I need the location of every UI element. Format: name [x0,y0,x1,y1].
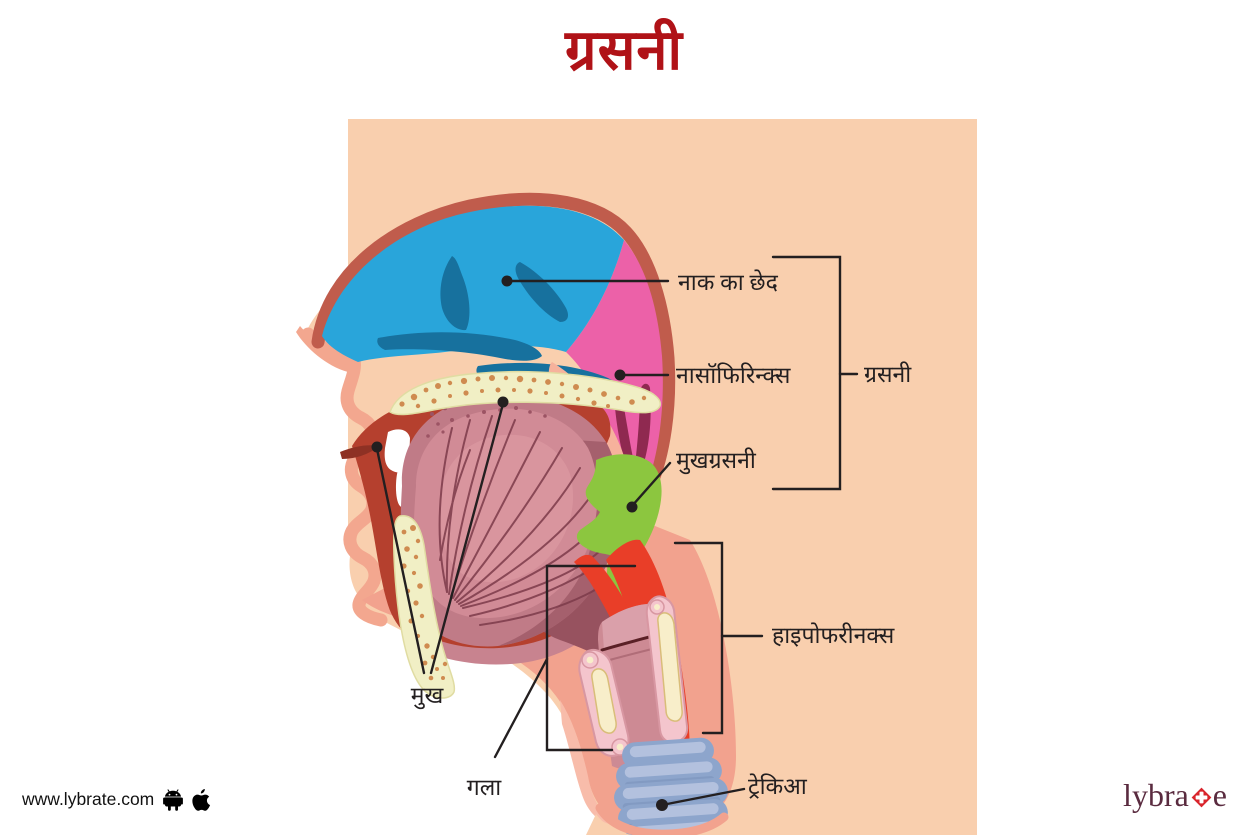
label-oropharynx: मुखग्रसनी [676,448,756,473]
leader-trachea [660,787,746,807]
turbinate-streak [377,332,542,361]
palate-bone [389,370,662,416]
label-hypopharynx: हाइपोफरीनक्स [772,623,895,648]
leader-dots [371,275,668,811]
turbinate-streak [440,256,470,331]
dot-mouth-b [497,396,509,408]
label-nasopharynx: नासॉफिरिन्क्स [676,363,791,388]
brand-suffix: e [1212,777,1227,813]
leader-oropharynx [630,461,672,508]
label-nasal-opening: नाक का छेद [678,270,778,295]
leader-throat [493,657,549,759]
mouth-corner [340,445,380,459]
leader-mouth-b [429,402,505,675]
dot-trachea [656,799,668,811]
label-mouth: मुख [410,683,444,708]
android-icon [163,788,184,811]
trachea-rings [586,737,744,835]
tongue-striations [438,415,611,626]
oropharynx-region [576,454,662,607]
label-trachea: ट्रेकिआ [748,774,807,799]
leader-lines [375,255,859,807]
dot-oropharynx [626,501,638,513]
neck-highlight [560,700,618,825]
dot-nasal-opening [501,275,513,287]
dot-nasopharynx [614,369,626,381]
website-url: www.lybrate.com [22,789,155,809]
plus-icon [1191,787,1212,807]
label-throat: गला [466,775,502,800]
apple-icon [192,788,211,811]
hypopharynx-bracket [673,541,724,735]
label-pharynx-group: ग्रसनी [864,362,912,387]
footer-left: www.lybrate.com [22,788,211,811]
dot-mouth-a [371,441,383,453]
jaw-bone [393,515,456,699]
brand-logo: lybra e [1123,779,1227,811]
bone-speckles [399,375,647,409]
under-tongue [404,602,600,665]
larynx-cartilage [578,595,689,757]
page-title: ग्रसनी [564,20,684,82]
turbinate-streak [515,262,568,322]
leader-mouth-a [375,447,426,675]
lips-chin-shading [301,327,388,627]
brand-prefix: lybra [1123,777,1189,813]
throat-bracket [545,564,637,752]
